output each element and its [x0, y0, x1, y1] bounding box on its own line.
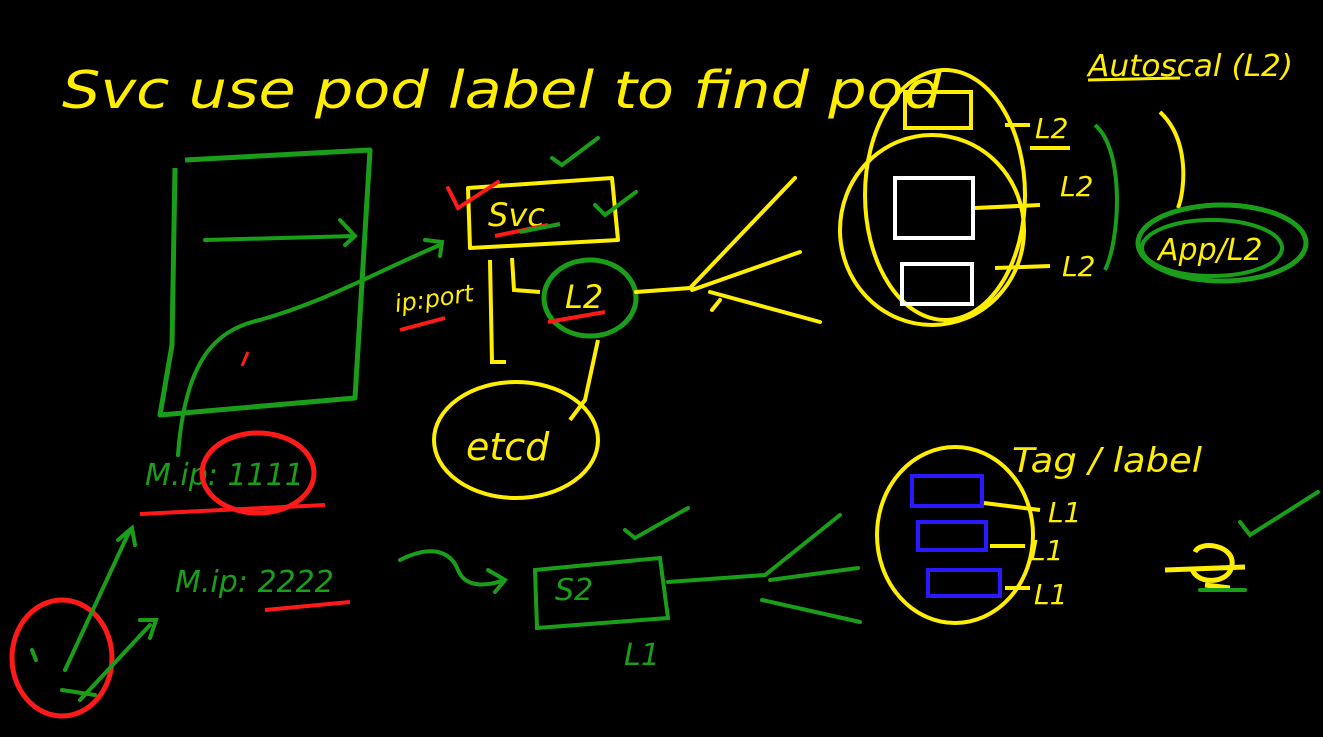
pod-group-outer	[863, 68, 1027, 322]
pod-box-3	[900, 262, 974, 306]
svc-box	[466, 176, 620, 250]
l2-fanout-arrows	[634, 176, 822, 324]
arrow-to-s2	[398, 549, 509, 594]
pod-label-1: L2	[1035, 112, 1068, 145]
svc-green-check-top	[550, 136, 600, 168]
l1-pod-group	[875, 445, 1035, 625]
l1-label-1: L1	[1048, 496, 1081, 529]
node-arrow-inner	[203, 218, 358, 247]
user-arrows	[30, 524, 159, 702]
l2-red-underline	[547, 310, 606, 324]
s2-box	[532, 555, 671, 631]
l1-label-connectors	[983, 501, 1041, 590]
l2-label: L2	[565, 278, 603, 316]
autoscaler-underline	[1087, 76, 1181, 82]
title-text: Svc use pod label to find pod	[62, 61, 943, 121]
ip-1111-red-circle	[199, 430, 317, 516]
etcd-label: etcd	[466, 425, 550, 469]
ip-2222-underline	[264, 600, 351, 612]
ip-1111-underline	[139, 503, 326, 516]
pod-group-inner	[838, 133, 1026, 327]
user-red-circle	[9, 597, 115, 719]
ip-port-label: ip:port	[393, 279, 477, 318]
scribble-mark	[1164, 543, 1246, 591]
ip-port-underline	[399, 316, 446, 332]
node-box	[157, 147, 373, 418]
l2-to-etcd-line	[568, 339, 600, 422]
s2-check	[623, 506, 690, 541]
l1-pod-box-1	[910, 474, 984, 508]
autoscaler-bracket	[1158, 110, 1186, 209]
l1-pod-box-3	[926, 568, 1002, 598]
red-tick-in-node	[240, 351, 250, 367]
pod-label-2: L2	[1060, 170, 1093, 203]
s2-fanout-arrows	[666, 513, 862, 624]
app-circle-inner	[1140, 218, 1284, 278]
l1-label-2: L1	[1030, 534, 1063, 567]
ip-label-1: M.ip: 1111	[145, 458, 304, 493]
ip-label-2: M.ip: 2222	[175, 565, 334, 600]
pod-box-1	[903, 90, 973, 130]
pod-label-3: L2	[1062, 250, 1095, 283]
svc-green-underline	[519, 222, 561, 234]
pod-label-connectors	[974, 123, 1070, 270]
green-bracket	[1093, 123, 1119, 271]
node-curve-to-svc	[176, 238, 445, 457]
svc-green-check-right	[593, 190, 638, 218]
l2-circle	[541, 257, 639, 339]
s2-label: S2	[555, 573, 593, 608]
svc-to-etcd-line	[488, 259, 506, 364]
s2-l1-label: L1	[624, 638, 660, 673]
tag-label: Tag / label	[1012, 441, 1203, 481]
svc-to-l2-line	[510, 257, 541, 294]
pod-box-2	[893, 176, 975, 240]
etcd-circle	[432, 380, 600, 500]
app-label: App/L2	[1156, 233, 1263, 268]
bottom-right-check	[1198, 490, 1320, 592]
svc-red-check	[446, 180, 500, 211]
l1-pod-box-2	[916, 520, 988, 552]
app-circle-outer	[1135, 202, 1309, 284]
l1-label-3: L1	[1034, 578, 1067, 611]
